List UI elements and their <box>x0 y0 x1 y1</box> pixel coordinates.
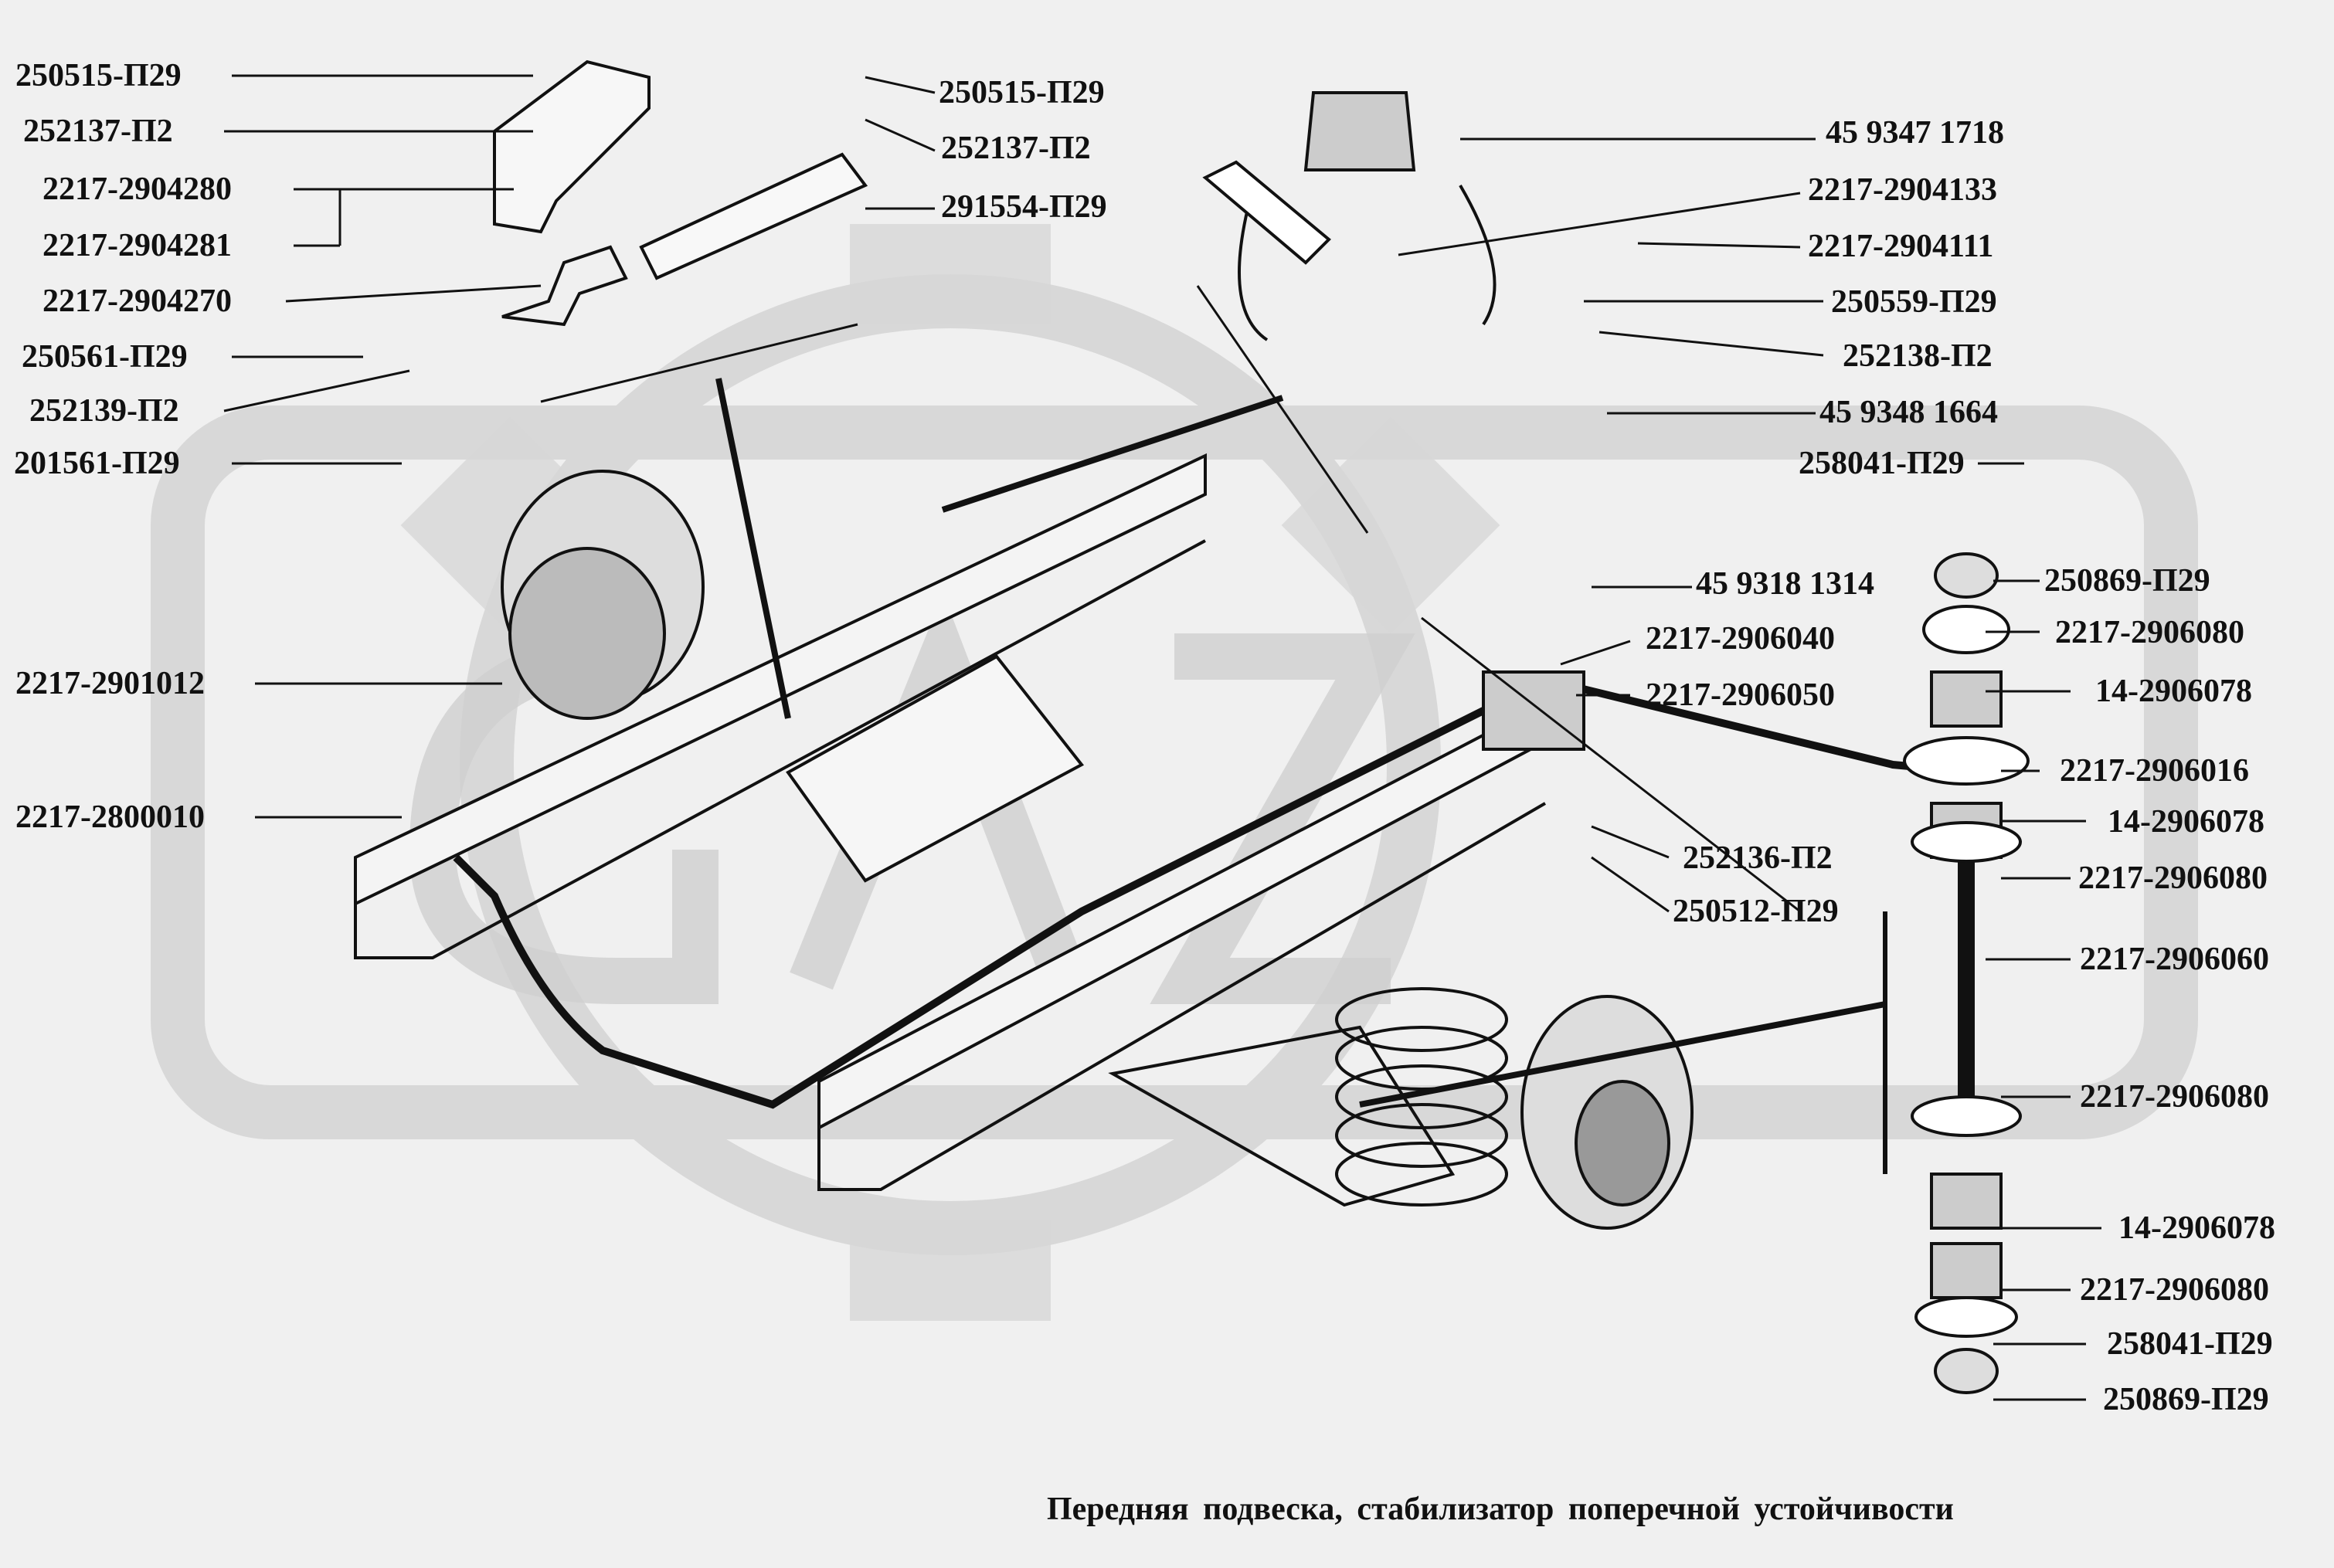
parts-outline <box>354 59 2030 1394</box>
label-2217-2906080-a: 2217-2906080 <box>2055 615 2244 650</box>
label-250512-p29: 250512-П29 <box>1673 894 1839 929</box>
label-250559-p29: 250559-П29 <box>1831 284 1997 320</box>
shock-absorber-mount <box>1303 91 1416 171</box>
label-258041-p29-top: 258041-П29 <box>1799 446 1965 481</box>
label-2217-2906040: 2217-2906040 <box>1646 621 1835 657</box>
label-2217-2906050: 2217-2906050 <box>1646 677 1835 713</box>
label-252139-p2: 252139-П2 <box>29 393 179 429</box>
label-2217-2906080-c: 2217-2906080 <box>2080 1079 2269 1115</box>
label-45-9348-1664: 45 9348 1664 <box>1819 395 1998 430</box>
label-252136-p2: 252136-П2 <box>1683 840 1833 876</box>
leader-lines <box>540 285 1887 1174</box>
stabilizer-bar <box>453 675 1979 1109</box>
label-250869-p29-bottom: 250869-П29 <box>2103 1382 2269 1417</box>
stabilizer-bracket <box>1482 670 1585 751</box>
label-2217-2906060: 2217-2906060 <box>2080 942 2269 977</box>
label-14-2906078-b: 14-2906078 <box>2108 804 2264 840</box>
label-2217-2904280: 2217-2904280 <box>42 171 232 207</box>
label-2217-2904281: 2217-2904281 <box>42 228 232 263</box>
right-lower-arm <box>1108 1025 1456 1207</box>
label-252137-p2-left: 252137-П2 <box>23 114 173 149</box>
label-252137-p2-mid: 252137-П2 <box>941 131 1091 166</box>
label-2217-2904111: 2217-2904111 <box>1808 229 1994 264</box>
diagram-caption: Передняя подвеска, стабилизатор поперечн… <box>1047 1492 1954 1527</box>
label-14-2906078-a: 14-2906078 <box>2095 674 2252 709</box>
bracket <box>493 59 651 234</box>
label-14-2906078-c: 14-2906078 <box>2118 1210 2275 1246</box>
label-2217-2906080-b: 2217-2906080 <box>2078 860 2268 896</box>
label-258041-p29-bottom: 258041-П29 <box>2107 1326 2273 1362</box>
left-control-arm <box>786 654 1085 883</box>
label-2217-2904270: 2217-2904270 <box>42 283 232 319</box>
label-250561-p29: 250561-П29 <box>22 339 188 375</box>
label-2217-2800010: 2217-2800010 <box>15 799 205 835</box>
link-rod <box>639 152 868 280</box>
label-201561-p29: 201561-П29 <box>14 446 180 481</box>
long-bolt <box>1202 160 1331 265</box>
label-291554-p29: 291554-П29 <box>941 189 1107 225</box>
stabilizer-link-parts <box>1903 552 2030 1394</box>
label-2217-2901012: 2217-2901012 <box>15 666 205 701</box>
label-2217-2904133: 2217-2904133 <box>1808 172 1997 208</box>
label-pointers <box>223 74 2101 1401</box>
label-250515-p29-left: 250515-П29 <box>15 58 182 93</box>
label-2217-2906016: 2217-2906016 <box>2060 753 2249 789</box>
label-252138-p2: 252138-П2 <box>1843 338 1993 374</box>
label-250869-p29-top: 250869-П29 <box>2044 563 2210 599</box>
label-45-9318-1314: 45 9318 1314 <box>1696 566 1874 602</box>
label-2217-2906080-d: 2217-2906080 <box>2080 1272 2269 1308</box>
watermark-logo <box>151 274 2198 1255</box>
label-45-9347-1718: 45 9347 1718 <box>1826 115 2004 151</box>
label-250515-p29-mid: 250515-П29 <box>939 75 1105 110</box>
